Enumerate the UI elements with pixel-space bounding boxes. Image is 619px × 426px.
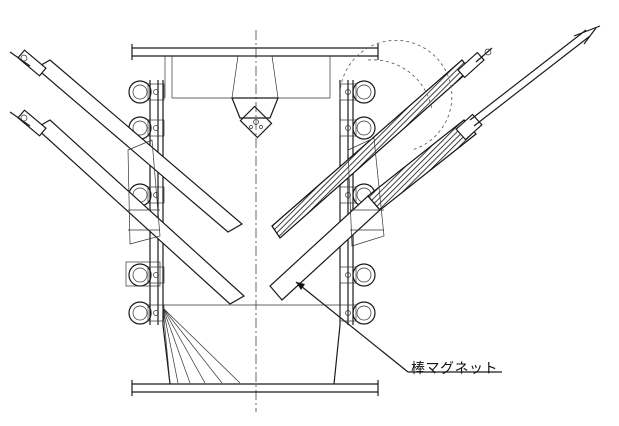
- lower-funnel-lines: [162, 307, 241, 384]
- right-door-frame: [347, 137, 385, 247]
- hopper-cone: [231, 55, 279, 139]
- right-magnet-bar-upper: [271, 47, 493, 239]
- swing-arc-lower: [367, 59, 433, 111]
- callout-label-bar-magnet: 棒マグネット: [411, 361, 498, 377]
- left-magnet-tube-lower: [9, 109, 246, 305]
- left-door-frame: [125, 139, 161, 287]
- swing-arc: [339, 39, 453, 151]
- left-magnet-tube-upper: [9, 49, 244, 233]
- right-magnet-bar-lower: [269, 25, 601, 301]
- bottom-flange: [131, 380, 379, 396]
- callout-leader: [295, 281, 502, 373]
- top-flange: [131, 44, 379, 99]
